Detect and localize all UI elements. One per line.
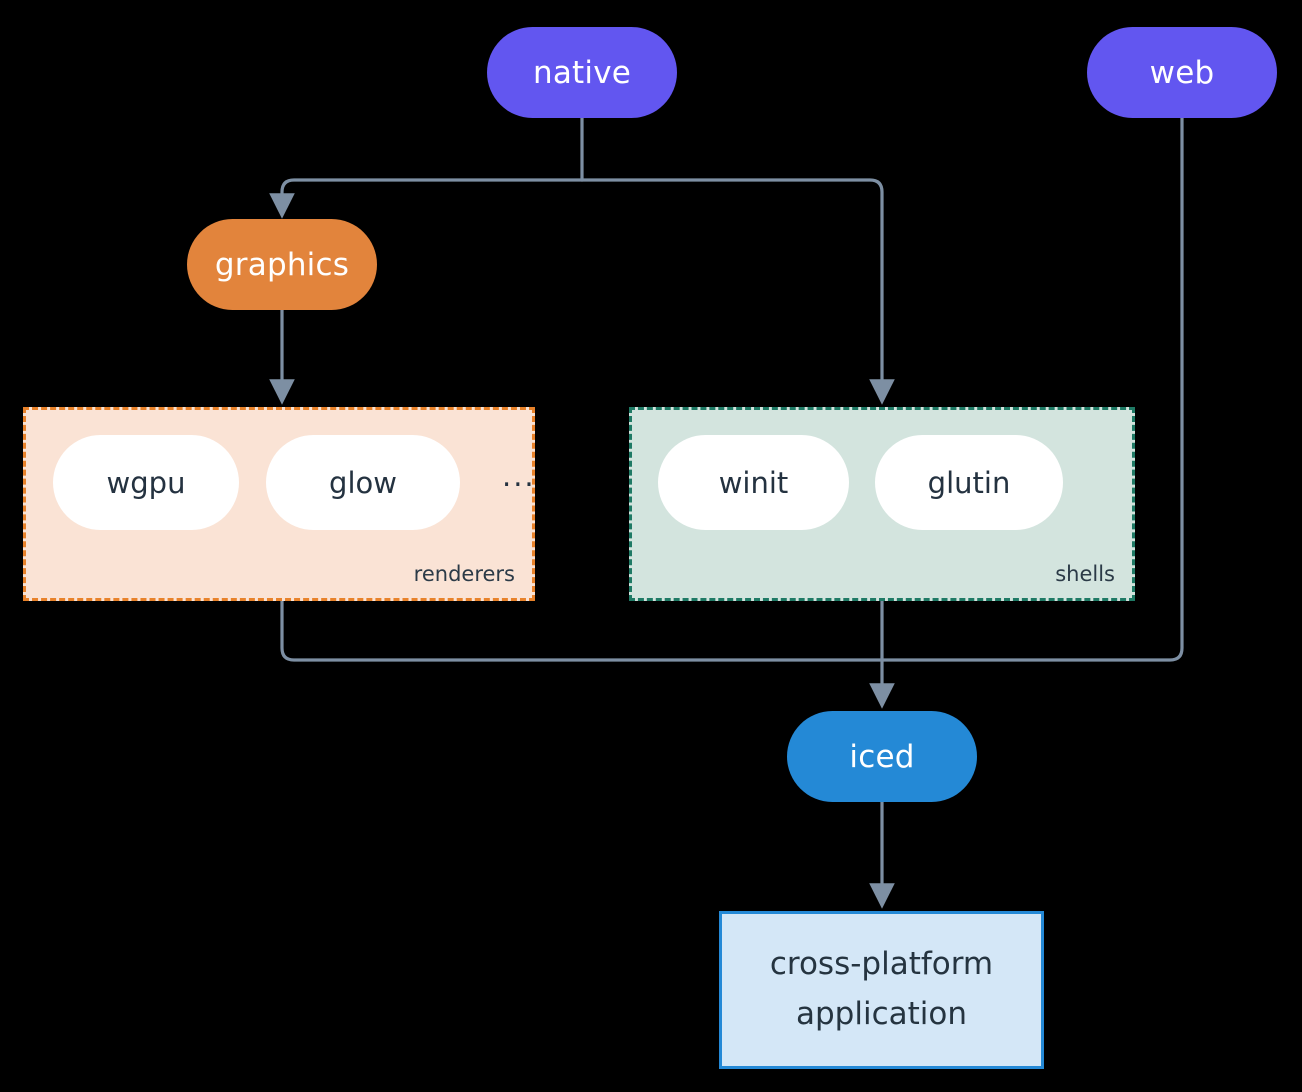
chip-wgpu[interactable]: wgpu bbox=[53, 435, 239, 530]
node-native-label: native bbox=[532, 54, 632, 91]
chip-winit-label: winit bbox=[718, 465, 789, 500]
node-native[interactable]: native bbox=[487, 27, 677, 118]
group-shells-label: shells bbox=[1055, 562, 1115, 586]
group-renderers-label: renderers bbox=[413, 562, 515, 586]
group-renderers: wgpu glow ... renderers bbox=[23, 407, 535, 601]
node-application-line2: application bbox=[796, 996, 967, 1032]
chip-wgpu-label: wgpu bbox=[106, 465, 186, 500]
node-graphics-label: graphics bbox=[214, 246, 350, 283]
node-graphics[interactable]: graphics bbox=[187, 219, 377, 310]
chip-glutin-label: glutin bbox=[927, 465, 1011, 500]
edge-renderers-to-iced bbox=[280, 599, 884, 662]
node-application-line1: cross-platform bbox=[769, 946, 994, 983]
edge-native-to-graphics bbox=[269, 178, 584, 219]
renderers-overflow-ellipsis: ... bbox=[502, 459, 536, 493]
group-shells: winit glutin ... shells bbox=[629, 407, 1135, 601]
chip-winit[interactable]: winit bbox=[658, 435, 849, 530]
node-iced[interactable]: iced bbox=[787, 711, 977, 802]
node-iced-label: iced bbox=[849, 738, 915, 775]
node-web[interactable]: web bbox=[1087, 27, 1277, 118]
node-web-label: web bbox=[1149, 54, 1215, 91]
node-application[interactable]: cross-platform application bbox=[719, 911, 1044, 1069]
chip-glow[interactable]: glow bbox=[266, 435, 460, 530]
chip-glutin[interactable]: glutin bbox=[875, 435, 1063, 530]
edge-native-to-shells bbox=[580, 178, 895, 405]
chip-glow-label: glow bbox=[329, 465, 397, 500]
